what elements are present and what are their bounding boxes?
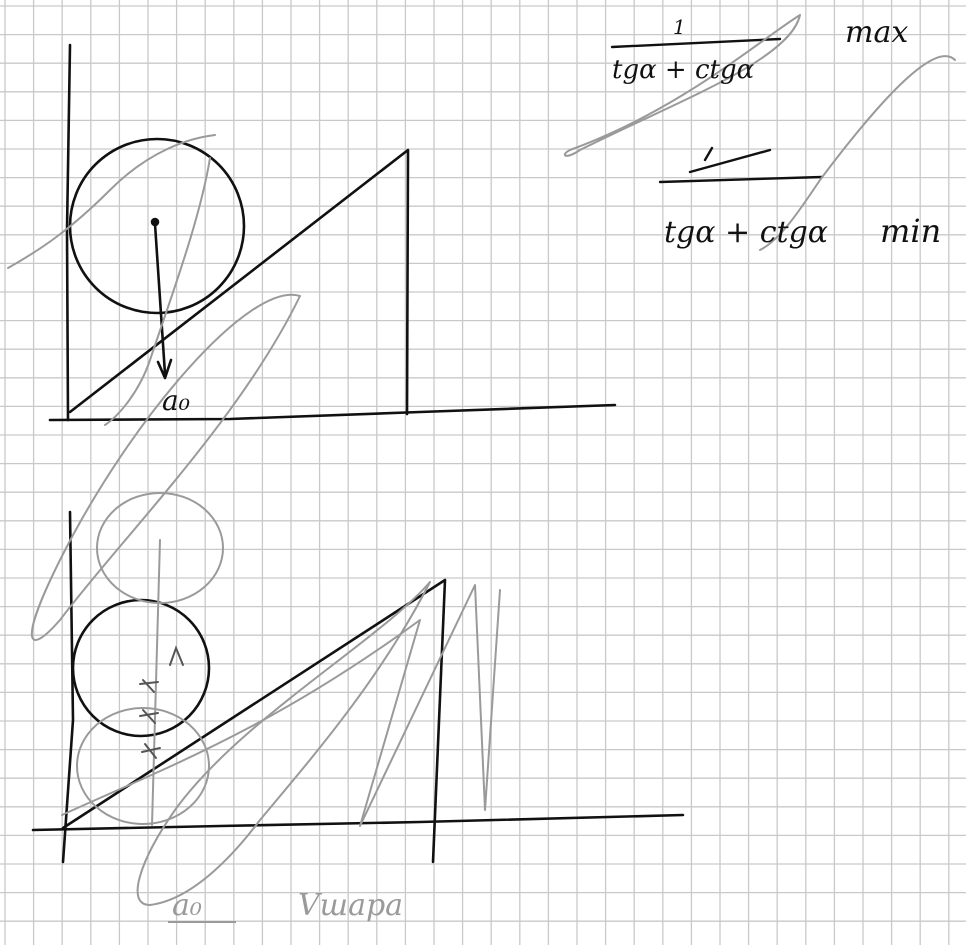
fraction-bar-top	[610, 37, 782, 49]
hatch-mark-3	[141, 743, 161, 759]
frac-bottom-denominator: tgα + ctgα	[664, 215, 828, 250]
top-ball	[68, 137, 246, 315]
top-accel-label: a₀	[162, 384, 190, 417]
notes-loop-2	[759, 55, 956, 251]
bottom-accel-label: a₀	[172, 888, 202, 923]
hatch-mark-1	[139, 679, 159, 693]
light-ball-lower	[76, 707, 210, 825]
notes-loop-1	[563, 14, 801, 157]
top-ground-line	[48, 403, 617, 422]
frac-top-numerator: 1	[673, 15, 686, 39]
bottom-light-strokes	[30, 293, 501, 906]
bottom-vertical-axis	[61, 510, 75, 864]
frac-top-denominator: tgα + ctgα	[612, 55, 755, 85]
bottom-word: Vшара	[298, 888, 403, 923]
fraction-bar-bottom	[658, 175, 824, 184]
light-long-loop	[30, 293, 301, 641]
light-zigzag	[61, 584, 501, 827]
bottom-sketch	[31, 510, 685, 864]
top-light-loop	[104, 157, 211, 426]
top-light-strokes	[7, 134, 216, 426]
min-label: min	[880, 212, 941, 250]
top-accel-arrow	[153, 222, 173, 380]
light-ball-upper	[96, 492, 224, 604]
small-arrow-up	[169, 645, 184, 666]
notes	[610, 37, 824, 184]
bottom-wedge	[61, 578, 447, 864]
fraction-numerator-bottom	[688, 146, 772, 174]
notes-light-strokes	[563, 14, 956, 251]
top-sketch	[48, 43, 617, 422]
top-wedge	[68, 148, 410, 416]
top-light-slash	[7, 134, 216, 269]
bottom-ball-annotations	[139, 645, 184, 759]
light-big-loop	[136, 581, 431, 906]
hatch-mark-2	[139, 709, 159, 724]
bottom-ground-line	[31, 813, 685, 832]
max-label: max	[845, 15, 908, 50]
